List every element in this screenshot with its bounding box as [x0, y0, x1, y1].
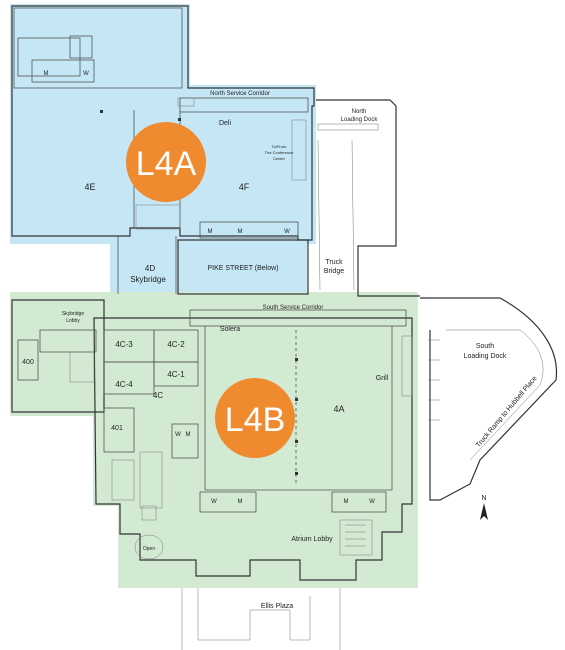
restroom-block-south-b	[331, 491, 387, 513]
north-arrow-icon: N	[480, 495, 488, 520]
atrium-stairs	[339, 519, 373, 556]
conference-center-label-1: To/From	[272, 144, 287, 149]
north-loading-dock-label-1: North	[352, 109, 367, 115]
pike-street-box	[177, 239, 309, 295]
restroom-block-south-a	[199, 491, 257, 513]
room-4c-1-shape[interactable]	[153, 361, 199, 387]
grill-counter	[401, 335, 413, 397]
room-401-label: 401	[111, 425, 123, 432]
deli-label: Deli	[219, 120, 232, 127]
escalators-4c	[111, 459, 135, 501]
svg-text:W: W	[175, 432, 181, 438]
restroom-block-north	[31, 59, 95, 83]
stairs-south	[141, 505, 157, 521]
north-service-corridor-shape	[179, 97, 309, 113]
south-service-corridor-label: South Service Corridor	[263, 305, 324, 311]
solera-label: Solera	[220, 326, 240, 333]
zone-l4b-badge[interactable]: L4B	[215, 378, 295, 458]
north-loading-dock-outline	[316, 99, 420, 297]
svg-text:W: W	[211, 499, 217, 505]
south-service-corridor-shape	[189, 309, 407, 327]
room-4c-3-label: 4C-3	[115, 340, 133, 349]
svg-text:M: M	[238, 229, 243, 235]
svg-text:M: M	[44, 71, 49, 77]
center-service-room	[139, 451, 163, 509]
elevator-core-south	[69, 351, 95, 383]
room-4c-2-label: 4C-2	[167, 340, 185, 349]
svg-text:M: M	[238, 499, 243, 505]
dock-bays-south	[428, 339, 440, 421]
elevator-core-north	[69, 35, 93, 59]
dock-bays-north	[317, 123, 379, 131]
grill-label: Grill	[376, 375, 389, 382]
zone-l4b-area[interactable]	[10, 292, 418, 588]
svg-text:M: M	[344, 499, 349, 505]
south-loading-dock-label-2: Loading Dock	[464, 353, 507, 360]
svg-text:W: W	[284, 229, 290, 235]
truck-ramp-edge	[446, 329, 544, 461]
skybridge-label: Skybridge	[130, 275, 166, 284]
svg-text:M: M	[208, 229, 213, 235]
room-400-label: 400	[22, 359, 34, 366]
skybridge-lobby-label-2: Lobby	[66, 318, 80, 324]
ellis-plaza-outline	[181, 588, 341, 650]
atrium-lobby-label: Atrium Lobby	[291, 536, 333, 543]
room-401-shape[interactable]	[103, 407, 135, 453]
room-400-shape[interactable]	[17, 339, 39, 381]
skybridge-lobby-room	[39, 329, 97, 353]
north-rooms-block	[13, 7, 183, 89]
svg-text:N: N	[481, 495, 486, 502]
skybridge-lobby-label-1: Skybridge	[62, 311, 84, 317]
zone-l4a-label: L4A	[136, 145, 197, 183]
room-4c-label: 4C	[153, 391, 163, 400]
open-area-shape	[134, 534, 164, 560]
south-loading-dock-outline	[420, 297, 558, 501]
main-hall-outline	[93, 317, 413, 581]
svg-text:W: W	[369, 499, 375, 505]
restroom-block-4f	[199, 221, 299, 239]
ellis-plaza-label: Ellis Plaza	[261, 603, 293, 610]
service-rooms-west	[17, 37, 81, 77]
room-4a-label: 4A	[333, 404, 344, 414]
columns	[100, 110, 298, 475]
stairs-4e-4f	[135, 204, 181, 230]
room-4c-1-label: 4C-1	[167, 370, 185, 379]
svg-text:W: W	[83, 71, 89, 77]
truck-bridge-label-1: Truck	[325, 259, 343, 266]
room-4f-label: 4F	[239, 182, 250, 192]
room-4e-label: 4E	[84, 182, 95, 192]
conference-center-label-3: Center	[273, 156, 286, 161]
north-loading-dock-label-2: Loading Dock	[341, 117, 379, 123]
zone-l4b-label: L4B	[225, 401, 286, 439]
conference-center-label-2: The Conference	[265, 150, 294, 155]
south-loading-dock-label-1: South	[476, 343, 494, 350]
pike-street-label: PIKE STREET (Below)	[207, 265, 278, 272]
truck-bridge-edge	[317, 139, 355, 291]
restroom-block-4c	[171, 423, 199, 459]
room-4d-label: 4D	[145, 264, 155, 273]
truck-bridge-label-2: Bridge	[324, 268, 344, 275]
zone-l4a-badge[interactable]: L4A	[126, 122, 206, 202]
svg-text:M: M	[186, 432, 191, 438]
stair-icon-north	[177, 97, 195, 107]
open-area-label: Open	[143, 546, 155, 552]
room-4c-4-label: 4C-4	[115, 380, 133, 389]
north-service-corridor-label: North Service Corridor	[210, 91, 270, 97]
conference-connector	[291, 119, 307, 181]
truck-ramp-label: Truck Ramp to Hubbell Place	[475, 375, 539, 449]
restroom-labels: M W M M W W M W M M W	[44, 71, 376, 505]
